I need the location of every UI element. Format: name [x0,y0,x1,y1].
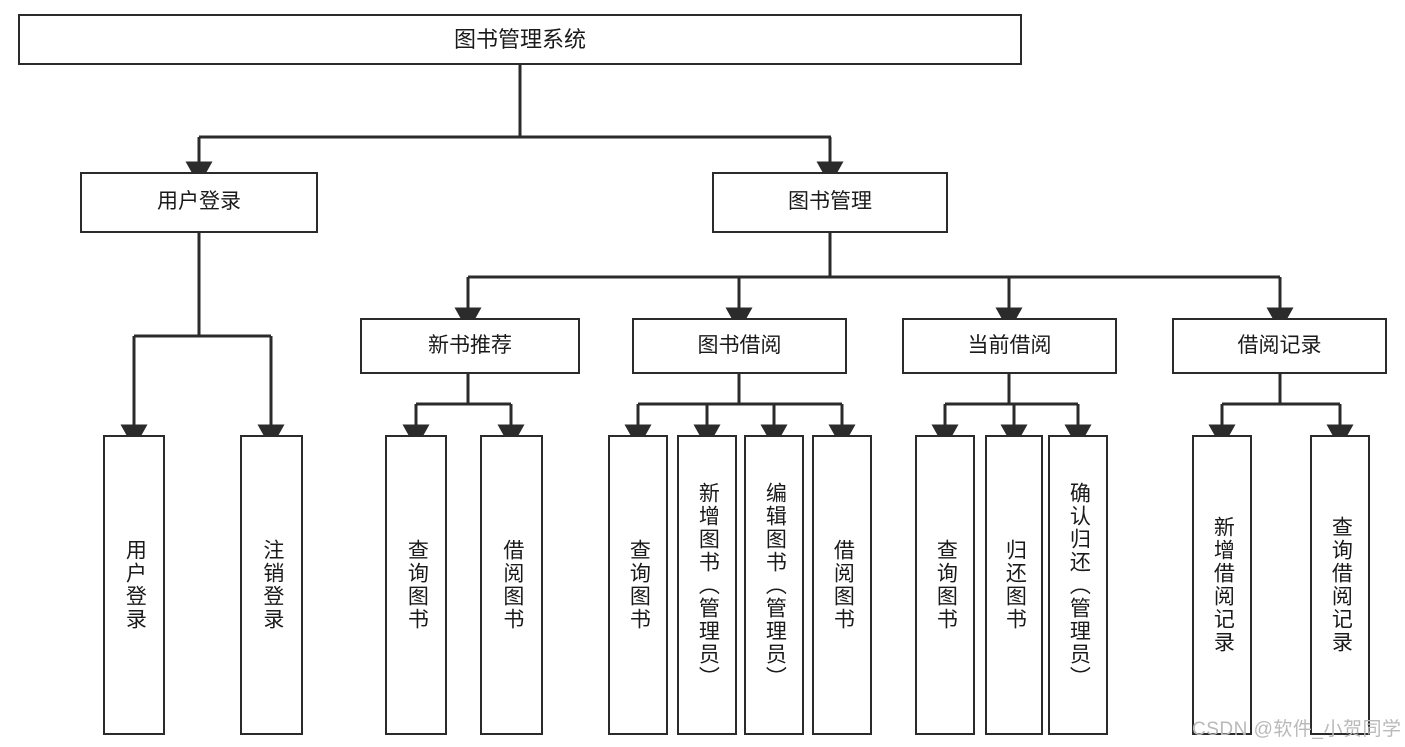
node-borrow-record-label: 借阅记录 [1237,333,1322,357]
node-leaf-query-book-1-label: 查询图书 [405,539,429,631]
node-leaf-user-login-label: 用户登录 [123,539,147,631]
node-root[interactable]: 图书管理系统 [18,14,1022,65]
node-user-login[interactable]: 用户登录 [80,172,318,233]
node-leaf-query-book-3[interactable]: 查询图书 [915,435,975,735]
node-leaf-confirm-return-admin-label: 确认归还（管理员） [1067,481,1091,689]
node-root-label: 图书管理系统 [453,26,586,52]
node-leaf-add-book-admin-label: 新增图书（管理员） [696,481,720,689]
node-new-book-recommend[interactable]: 新书推荐 [360,318,580,374]
node-current-borrow-label: 当前借阅 [967,333,1052,357]
node-leaf-logout-label: 注销登录 [260,539,284,631]
node-leaf-query-book-1[interactable]: 查询图书 [385,435,447,735]
node-leaf-query-borrow-record-label: 查询借阅记录 [1329,516,1353,654]
node-book-management-label: 图书管理 [788,190,872,214]
node-leaf-borrow-book-1[interactable]: 借阅图书 [480,435,543,735]
node-leaf-query-book-2-label: 查询图书 [627,539,651,631]
node-leaf-query-book-2[interactable]: 查询图书 [608,435,668,735]
node-new-book-recommend-label: 新书推荐 [428,333,512,357]
node-leaf-user-login[interactable]: 用户登录 [103,435,165,735]
node-book-management[interactable]: 图书管理 [712,172,948,233]
node-leaf-return-book[interactable]: 归还图书 [985,435,1043,735]
node-user-login-label: 用户登录 [157,190,241,214]
node-leaf-add-book-admin[interactable]: 新增图书（管理员） [677,435,737,735]
node-book-borrow[interactable]: 图书借阅 [632,318,847,374]
node-leaf-add-borrow-record[interactable]: 新增借阅记录 [1192,435,1252,735]
node-book-borrow-label: 图书借阅 [697,333,782,357]
node-leaf-borrow-book-1-label: 借阅图书 [500,539,524,631]
node-leaf-edit-book-admin-label: 编辑图书（管理员） [763,481,787,689]
node-leaf-query-book-3-label: 查询图书 [934,539,958,631]
node-leaf-logout[interactable]: 注销登录 [240,435,303,735]
node-leaf-add-borrow-record-label: 新增借阅记录 [1211,516,1235,654]
node-leaf-confirm-return-admin[interactable]: 确认归还（管理员） [1048,435,1108,735]
node-leaf-borrow-book-2-label: 借阅图书 [831,539,855,631]
node-leaf-edit-book-admin[interactable]: 编辑图书（管理员） [744,435,804,735]
node-current-borrow[interactable]: 当前借阅 [902,318,1117,374]
node-leaf-borrow-book-2[interactable]: 借阅图书 [812,435,872,735]
node-leaf-query-borrow-record[interactable]: 查询借阅记录 [1310,435,1370,735]
node-borrow-record[interactable]: 借阅记录 [1172,318,1387,374]
node-leaf-return-book-label: 归还图书 [1003,539,1027,631]
